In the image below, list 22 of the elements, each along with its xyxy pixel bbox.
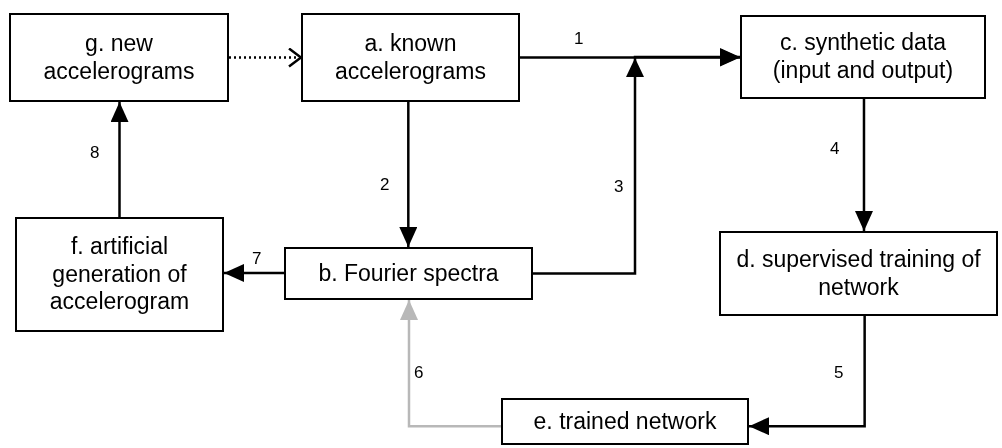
process-box [740, 15, 986, 99]
box-label: g. new accelerograms [42, 29, 196, 86]
process-box [9, 13, 229, 102]
edge-label: 2 [380, 176, 390, 193]
edge-label: 7 [252, 250, 262, 267]
edge-label: 3 [614, 178, 624, 195]
process-box [719, 231, 998, 316]
process-box [284, 247, 533, 300]
edge-label: 6 [414, 364, 424, 381]
process-box [15, 217, 224, 332]
edge-label: 1 [574, 30, 584, 47]
box-label: f. artificial generation of accelerogram [48, 233, 191, 316]
edge-label: 5 [834, 364, 844, 381]
process-box [501, 398, 749, 445]
box-label: b. Fourier spectra [317, 259, 500, 288]
box-label: c. synthetic data (input and output) [771, 29, 955, 85]
box-label: d. supervised training of network [735, 245, 982, 302]
box-label: a. known accelerograms [334, 29, 487, 86]
box-label: e. trained network [532, 407, 718, 436]
edge-label: 8 [90, 144, 100, 161]
process-box [301, 13, 520, 102]
edge-label: 4 [830, 140, 840, 157]
